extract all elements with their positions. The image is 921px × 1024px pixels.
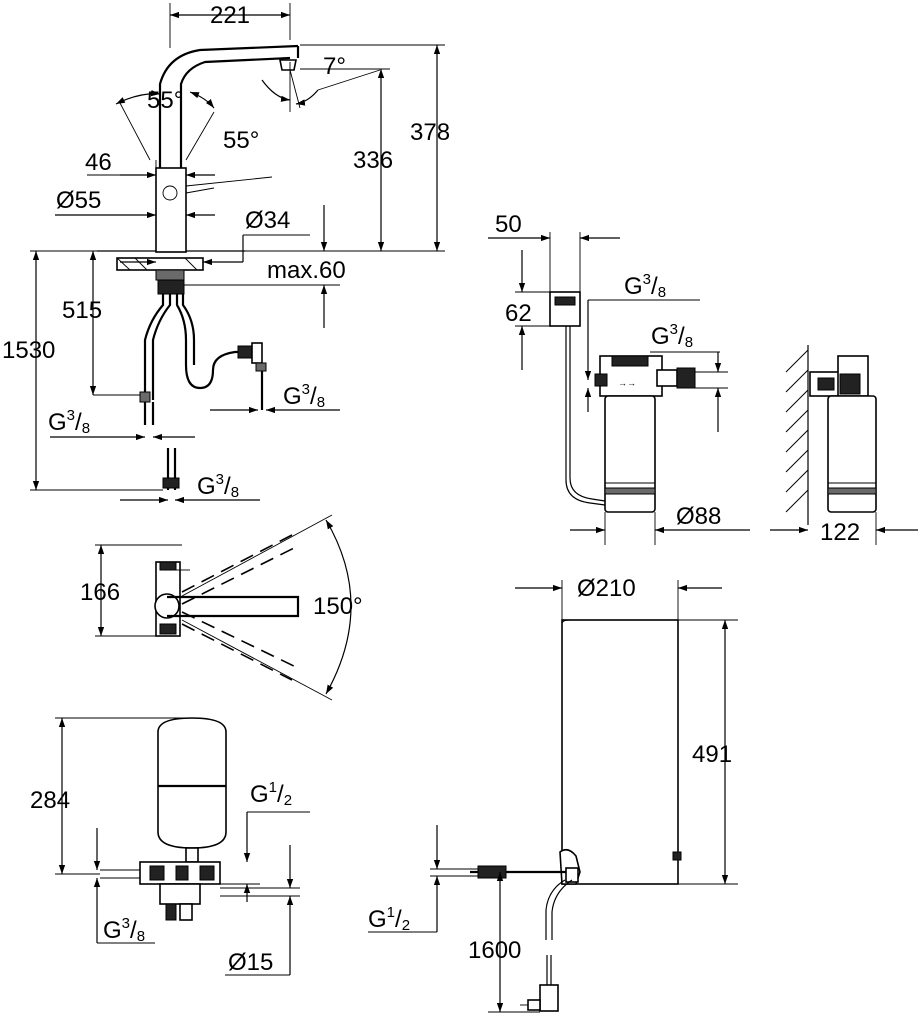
conn-left-label: G3/8: [48, 407, 90, 437]
hole-diameter-label: Ø34: [245, 207, 290, 234]
body-diameter-label: Ø55: [56, 187, 101, 214]
wall-depth-label: 122: [820, 519, 860, 546]
height-total-label: 378: [410, 119, 450, 146]
spout-angle-label: 7°: [323, 53, 346, 80]
cable-length-label: 1600: [468, 937, 521, 964]
top-view-depth-label: 166: [80, 579, 120, 606]
tank-drawing: 284 G1/2 G3/8 Ø15: [30, 717, 310, 976]
spout-reach-label: 221: [210, 2, 250, 29]
faucet-drawing: 221 7° 55° 55° 378 336 46 Ø55: [2, 2, 450, 504]
boiler-drawing: Ø210 491 G1/2 1600: [368, 575, 738, 1013]
boiler-diameter-label: Ø210: [577, 575, 636, 602]
tank-outlet-label: G3/8: [103, 915, 145, 945]
hose-1530-label: 1530: [2, 337, 55, 364]
conn-bottom-label: G3/8: [197, 471, 239, 501]
tank-inlet-label: G1/2: [250, 779, 292, 809]
pipe-diameter-label: Ø15: [228, 949, 273, 976]
hose-515-label: 515: [62, 297, 102, 324]
body-offset-label: 46: [85, 149, 112, 176]
filter-drawing: →→ 50 62 G3/8 G3/8: [488, 211, 918, 546]
boiler-height-label: 491: [692, 741, 732, 768]
filter-outlet-label: G3/8: [651, 321, 693, 351]
head-height-label: 62: [505, 300, 532, 327]
filter-diameter-label: Ø88: [676, 503, 721, 530]
head-width-label: 50: [495, 211, 522, 238]
height-spout-label: 336: [353, 147, 393, 174]
filter-inlet-label: G3/8: [624, 271, 666, 301]
top-view-drawing: 150° 166: [80, 514, 363, 701]
svg-text:→→: →→: [618, 378, 636, 388]
counter-max-label: max.60: [267, 257, 346, 284]
boiler-conn-label: G1/2: [368, 904, 410, 934]
swivel-angle-label: 150°: [313, 593, 363, 620]
lever-angle-left-label: 55°: [147, 87, 183, 114]
lever-angle-right-label: 55°: [223, 127, 259, 154]
tank-height-label: 284: [30, 787, 70, 814]
conn-right-label: G3/8: [283, 381, 325, 411]
